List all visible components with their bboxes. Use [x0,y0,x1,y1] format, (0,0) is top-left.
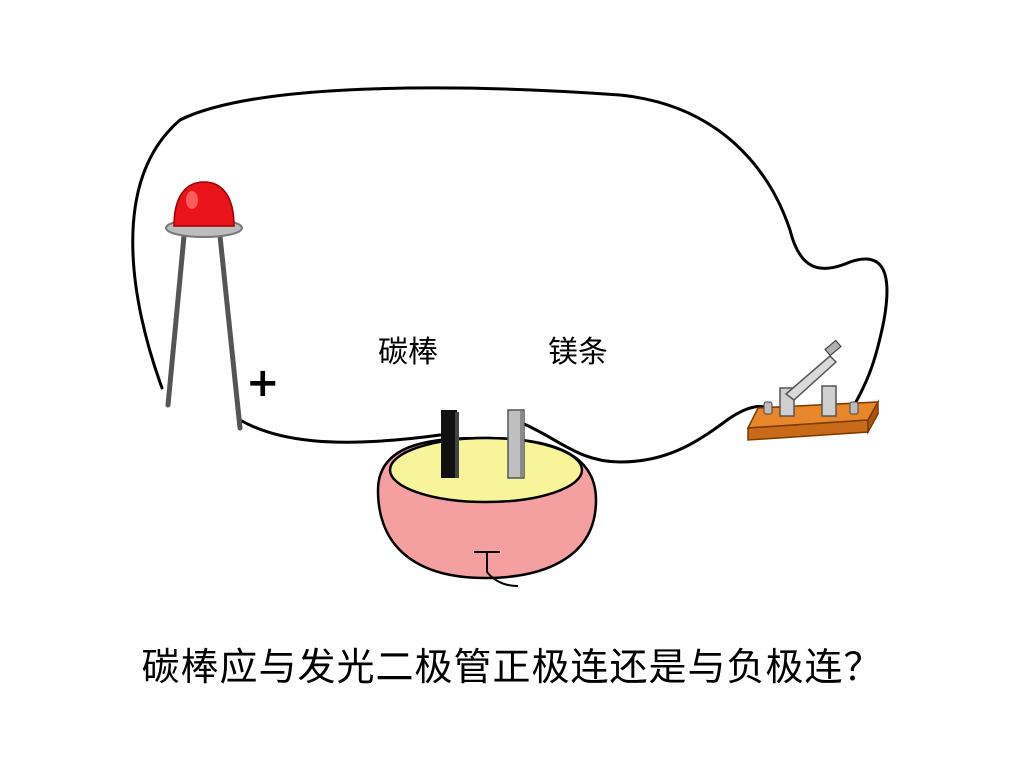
switch-terminal-left [763,401,773,415]
switch-post-middle [821,385,837,417]
led-bulb [173,181,235,227]
carbon-rod-label: 碳棒 [378,335,438,370]
positive-sign: + [246,360,280,406]
magnesium-strip-side [520,411,524,477]
led-icon [165,181,243,431]
question-text: 碳棒应与发光二极管正极连还是与负极连？ [141,645,883,689]
switch-handle [824,339,842,357]
electrolyte-dish-icon [376,436,598,587]
magnesium-strip-icon [507,409,525,479]
switch-terminal-right [849,401,859,415]
wire-magnesium-to-switch [522,404,770,464]
dish-drain-mark [474,551,519,587]
wire-top-loop [131,86,889,404]
switch-blade [784,354,838,401]
wire-led-to-carbon [238,418,442,444]
carbon-rod-icon [441,410,459,478]
knife-switch-icon [746,339,880,441]
led-left-leg [165,233,187,408]
led-highlight [186,191,198,209]
switch-base-side [867,399,879,435]
magnesium-strip-label: 镁条 [548,335,608,370]
dish-liquid-surface [388,436,584,504]
led-right-leg [217,233,243,431]
carbon-rod-side [455,412,459,478]
carbon-rod [441,410,457,478]
